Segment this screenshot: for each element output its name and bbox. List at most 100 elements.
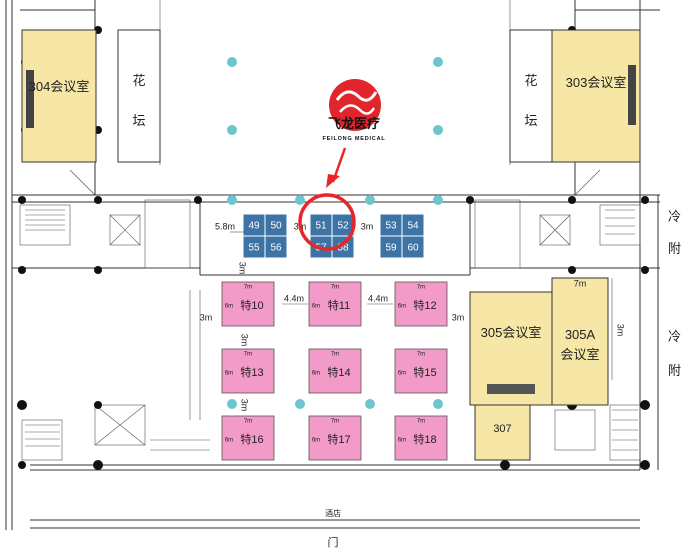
special-booth-height: 6m	[398, 304, 406, 310]
special-booth-height: 6m	[312, 438, 320, 444]
dim-3m-left: 3m	[200, 312, 213, 322]
logo-brand-cn: 飞龙医疗	[328, 116, 380, 131]
room-303-screen	[628, 65, 636, 125]
room-304-label: 304会议室	[28, 79, 90, 94]
special-booth[interactable]	[308, 415, 362, 461]
booth-number: 53	[385, 221, 397, 232]
special-booth[interactable]	[308, 348, 362, 394]
special-booth-width: 7m	[331, 419, 339, 425]
room-305a-label-line1: 305A	[564, 327, 596, 342]
room-305-screen	[487, 384, 535, 394]
special-booth-width: 7m	[244, 285, 252, 291]
feilong-logo: 飞龙医疗 FEILONG MEDICAL	[322, 79, 385, 142]
dim-3m-top2: 3m	[361, 221, 374, 231]
dim-3m-vert: 3m	[238, 262, 248, 275]
special-booth-height: 6m	[225, 304, 233, 310]
special-booth[interactable]	[308, 281, 362, 327]
special-booth-label: 特17	[327, 432, 350, 446]
booth-number: 55	[248, 243, 260, 254]
special-booth[interactable]	[394, 281, 448, 327]
special-booth-label: 特11	[328, 298, 350, 312]
special-booth-width: 7m	[417, 419, 425, 425]
edge-text-2: 附	[668, 241, 682, 256]
dim-5-8m: 5.8m	[215, 221, 235, 231]
room-307[interactable]	[474, 404, 531, 461]
booth-number: 59	[385, 243, 397, 254]
planter-right-char2: 坛	[524, 113, 538, 128]
highlight-marker	[298, 147, 356, 251]
dim-3m-305a: 3m	[616, 324, 626, 337]
service-areas	[19, 199, 641, 461]
dim-7m-305a: 7m	[574, 278, 587, 288]
highlight-arrow-head	[326, 174, 340, 188]
logo-brand-en: FEILONG MEDICAL	[322, 136, 385, 142]
room-303[interactable]	[551, 29, 641, 163]
dim-4-4m-1: 4.4m	[284, 293, 304, 303]
special-booth-label: 特12	[413, 298, 436, 312]
special-booth-grid: 特10 7m 6m 特11 7m 6m 特12 7m 6m 特13 7m 6m 特14 7m 6m 特15 7m…	[221, 281, 448, 461]
room-305a-label-line2: 会议室	[560, 347, 600, 362]
special-booth[interactable]	[221, 348, 275, 394]
special-booth-width: 7m	[331, 352, 339, 358]
special-booth-label: 特10	[240, 298, 263, 312]
room-303-label: 303会议室	[565, 75, 627, 90]
booth-56[interactable]	[264, 235, 288, 259]
planter-right	[509, 29, 553, 163]
booth-number: 56	[270, 243, 282, 254]
special-booth-label: 特14	[327, 365, 350, 379]
special-booth-label: 特18	[413, 432, 436, 446]
logo-mark-icon	[329, 79, 381, 131]
room-305a[interactable]	[551, 277, 609, 406]
booth-number: 49	[248, 221, 260, 232]
edge-text-3: 冷	[668, 329, 682, 344]
special-booth-label: 特13	[240, 365, 263, 379]
booth-number: 60	[407, 243, 419, 254]
special-booth-height: 6m	[312, 371, 320, 377]
booth-number: 52	[337, 221, 349, 232]
special-booth-width: 7m	[244, 419, 252, 425]
building-walls	[5, 0, 660, 530]
special-booth-height: 6m	[312, 304, 320, 310]
dim-3m-right: 3m	[452, 312, 465, 322]
door-label: 门	[328, 535, 339, 549]
special-booth-height: 6m	[398, 438, 406, 444]
pillar-markers	[227, 57, 443, 409]
special-booth-height: 6m	[225, 438, 233, 444]
booth-number: 58	[337, 243, 349, 254]
edge-text-1: 冷	[668, 209, 682, 224]
dim-4-4m-2: 4.4m	[368, 293, 388, 303]
meeting-rooms	[21, 29, 641, 461]
special-booth[interactable]	[221, 281, 275, 327]
planter-left-char1: 花	[132, 73, 146, 88]
special-booth-label: 特15	[413, 365, 436, 379]
highlight-circle	[298, 193, 356, 251]
room-304-screen	[26, 70, 34, 128]
special-booth-width: 7m	[417, 285, 425, 291]
booth-number: 51	[315, 221, 327, 232]
booth-number: 54	[407, 221, 419, 232]
dim-3m-gap1: 3m	[240, 334, 250, 347]
room-305-label: 305会议室	[480, 325, 542, 340]
special-booth-height: 6m	[398, 371, 406, 377]
special-booth-width: 7m	[331, 285, 339, 291]
booth-number: 50	[270, 221, 282, 232]
special-booth-width: 7m	[417, 352, 425, 358]
planter-right-char1: 花	[524, 73, 538, 88]
room-304[interactable]	[21, 29, 97, 163]
special-booth[interactable]	[394, 415, 448, 461]
special-booth-width: 7m	[244, 352, 252, 358]
edge-text-4: 附	[668, 363, 682, 378]
planter-left	[117, 29, 161, 163]
hotel-label: 酒店	[325, 508, 341, 518]
planter-left-char2: 坛	[132, 113, 146, 128]
special-booth[interactable]	[394, 348, 448, 394]
dim-3m-gap2: 3m	[240, 399, 250, 412]
room-307-label: 307	[493, 423, 512, 435]
special-booth[interactable]	[221, 415, 275, 461]
booth-60[interactable]	[401, 235, 425, 259]
special-booth-label: 特16	[240, 432, 263, 446]
special-booth-height: 6m	[225, 371, 233, 377]
